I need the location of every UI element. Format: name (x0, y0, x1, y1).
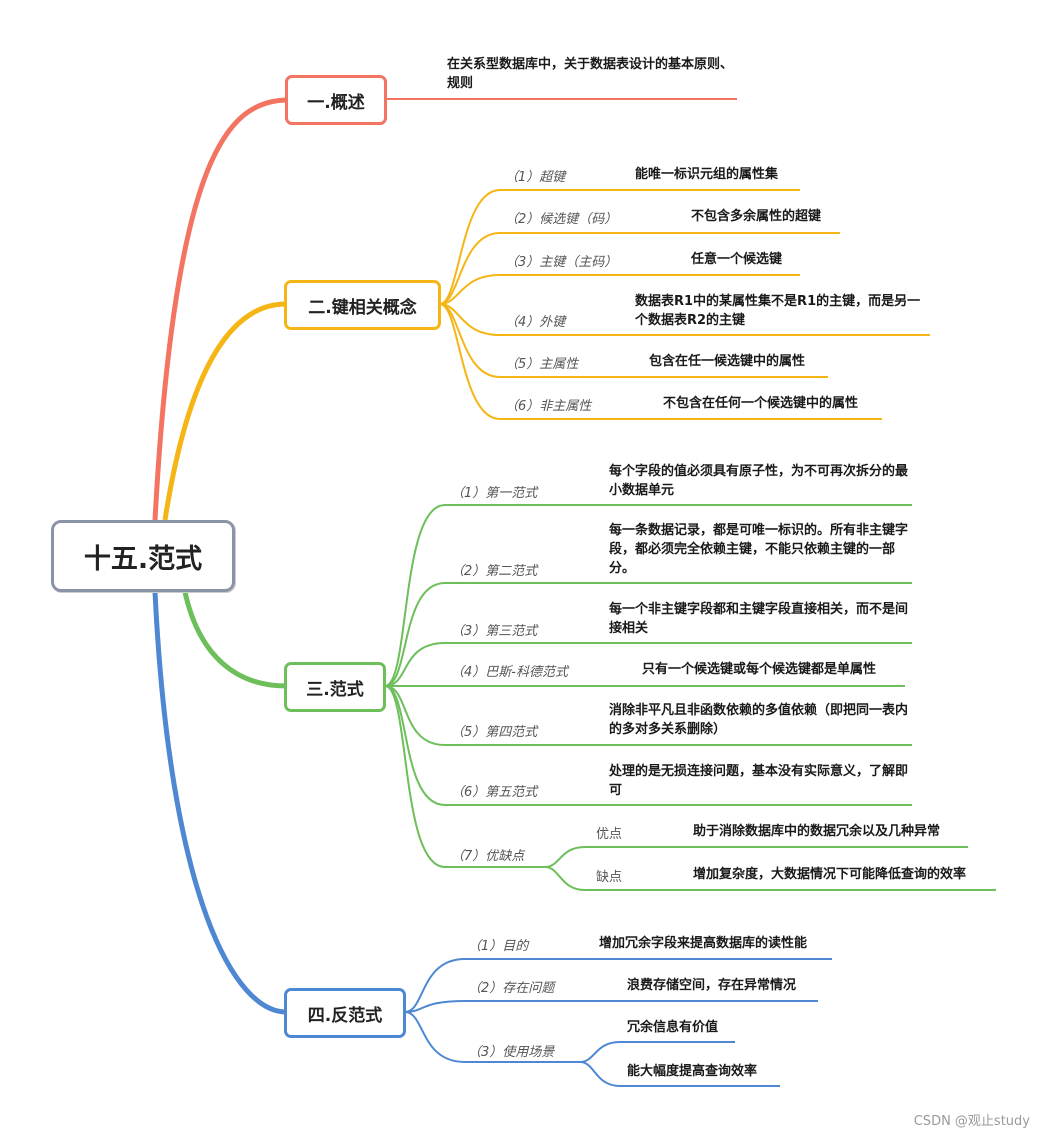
b3-item-text: 每个字段的值必须具有原子性，为不可再次拆分的最小数据单元 (609, 464, 909, 498)
b3-item-label: （3）第三范式 (451, 624, 538, 639)
branch-4-curve (152, 591, 287, 1015)
topic-normal-forms[interactable]: 三.范式 (284, 662, 386, 712)
b2-item-text: 任意一个候选键 (691, 252, 783, 267)
b3-item-label: （7）优缺点 (451, 849, 525, 864)
topic-overview[interactable]: 一.概述 (285, 75, 387, 125)
pros-text: 助于消除数据库中的数据冗余以及几种异常 (693, 824, 941, 839)
b4-item-label: （2）存在问题 (468, 981, 555, 996)
b3-item-label: （5）第四范式 (451, 725, 538, 740)
b3-item-text: 只有一个候选键或每个候选键都是单属性 (642, 662, 877, 677)
b3-item-label: （1）第一范式 (451, 486, 538, 501)
b3-item-text: 消除非平凡且非函数依赖的多值依赖（即把同一表内的多对多关系删除） (609, 703, 909, 737)
branch-1-curve (152, 97, 287, 521)
b2-item-text: 数据表R1中的某属性集不是R1的主键，而是另一个数据表R2的主键 (635, 294, 921, 328)
b2-item-label: （1）超键 (505, 170, 566, 185)
b4-sub-text: 冗余信息有价值 (627, 1020, 719, 1035)
pros-label: 优点 (596, 827, 623, 842)
branch-3-curve (182, 591, 287, 689)
b2-item-label: （5）主属性 (505, 357, 579, 372)
b3-item-text: 每一个非主键字段都和主键字段直接相关，而不是间接相关 (609, 602, 909, 636)
b2-item-text: 能唯一标识元组的属性集 (635, 167, 779, 182)
b3-links (384, 504, 996, 891)
b3-item-label: （6）第五范式 (451, 785, 538, 800)
overview-desc: 在关系型数据库中，关于数据表设计的基本原则、规则 (447, 57, 734, 91)
b2-item-text: 不包含在任何一个候选键中的属性 (663, 396, 859, 411)
b2-item-text: 包含在任一候选键中的属性 (649, 354, 806, 369)
b4-item-text: 增加冗余字段来提高数据库的读性能 (599, 936, 808, 951)
b2-item-label: （6）非主属性 (505, 399, 592, 414)
b2-item-label: （3）主键（主码） (505, 255, 618, 270)
branch-2-curve (162, 301, 287, 521)
b4-sub-text: 能大幅度提高查询效率 (627, 1064, 758, 1079)
watermark: CSDN @观止study (913, 1114, 1030, 1129)
topic-denormalization[interactable]: 四.反范式 (284, 988, 406, 1038)
b3-item-text: 每一条数据记录，都是可唯一标识的。所有非主键字段，都必须完全依赖主键，不能只依赖… (609, 523, 909, 576)
root-topic[interactable]: 十五.范式 (51, 520, 235, 592)
b3-item-text: 处理的是无损连接问题，基本没有实际意义，了解即可 (609, 764, 909, 798)
b4-item-label: （1）目的 (468, 939, 529, 954)
topic-key-concepts[interactable]: 二.键相关概念 (284, 280, 441, 330)
b2-item-label: （4）外键 (505, 315, 566, 330)
b2-item-label: （2）候选键（码） (505, 212, 618, 227)
b4-links (404, 958, 832, 1087)
b3-item-label: （4）巴斯-科德范式 (451, 665, 568, 680)
b3-item-label: （2）第二范式 (451, 564, 538, 579)
b2-links (439, 189, 930, 420)
b2-item-text: 不包含多余属性的超键 (691, 209, 822, 224)
b4-item-label: （3）使用场景 (468, 1045, 555, 1060)
cons-label: 缺点 (596, 870, 623, 885)
b4-item-text: 浪费存储空间，存在异常情况 (627, 978, 797, 993)
cons-text: 增加复杂度，大数据情况下可能降低查询的效率 (693, 867, 967, 882)
